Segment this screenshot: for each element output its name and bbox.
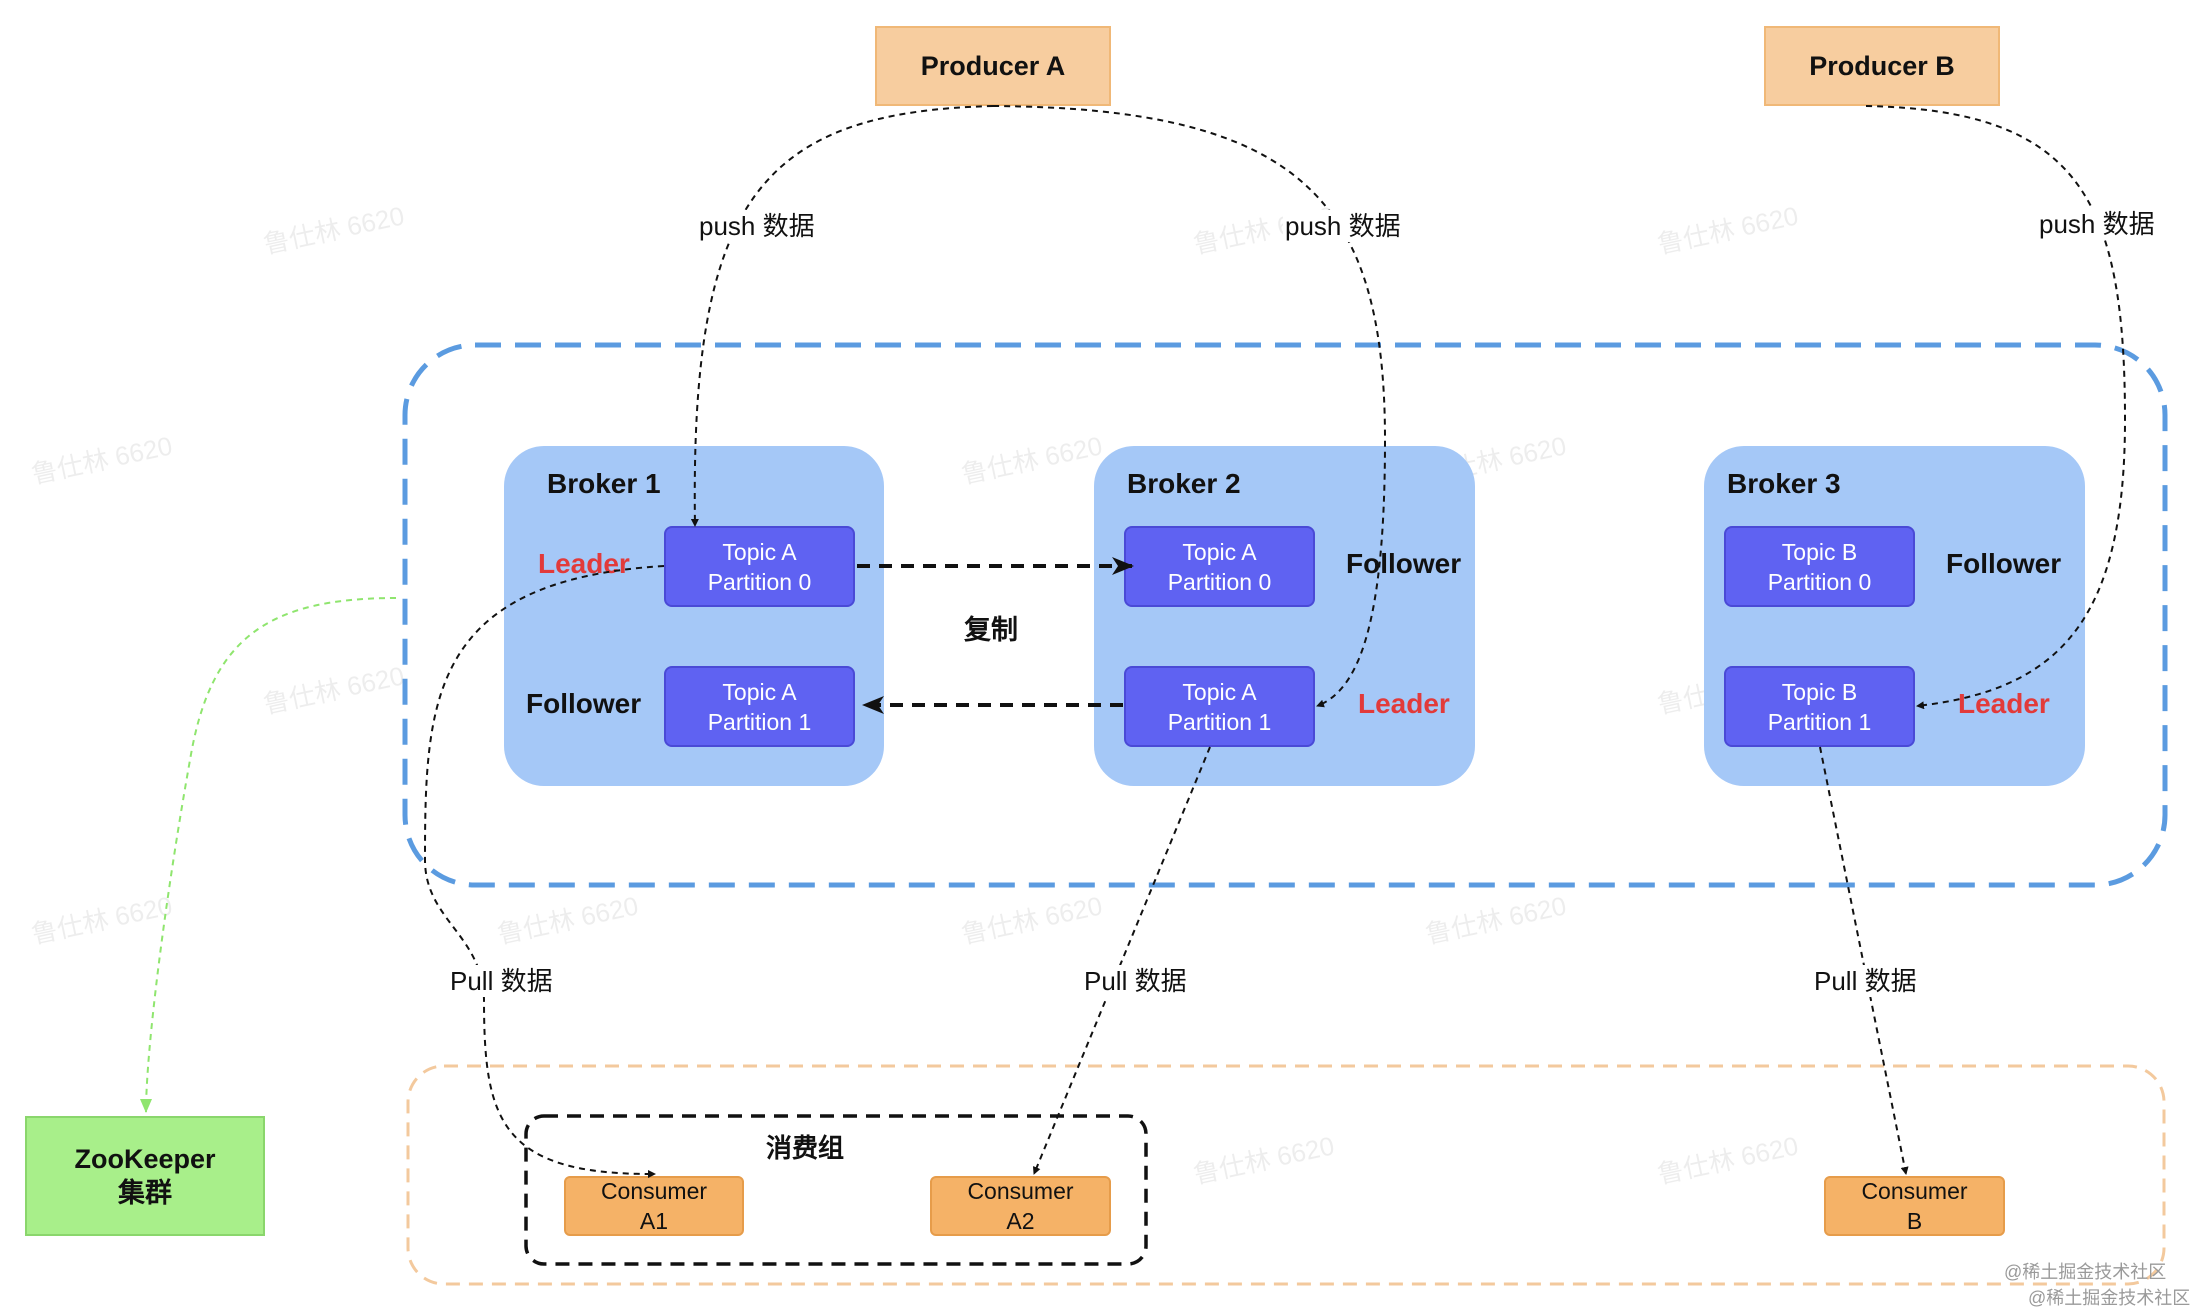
- push-label-broker-3: push 数据: [2037, 208, 2157, 240]
- push-arrow-producer-a-to-broker-2: [992, 105, 1387, 708]
- pull-arrow-broker-2-to-consumer-a2: [1032, 746, 1211, 1175]
- broker-3-partition-0-role: Follower: [1946, 548, 2062, 579]
- consumer-label: Consumer: [600, 1178, 708, 1204]
- broker-cluster-outline: [402, 342, 2168, 888]
- broker-1-topic-a-partition-0: Topic A Partition 0: [664, 526, 855, 607]
- push-arrow-producer-a-to-broker-1: [690, 105, 994, 527]
- site-credit: @稀土掘金技术社区: [2004, 1262, 2167, 1282]
- partition-number: Partition 1: [707, 708, 812, 735]
- producer-a: Producer A: [875, 26, 1111, 106]
- partition-topic: Topic A: [722, 678, 797, 705]
- consumer-id: B: [1906, 1208, 1923, 1234]
- consumer-b: Consumer B: [1824, 1176, 2005, 1236]
- partition-topic: Topic A: [1182, 678, 1257, 705]
- producer-b-label: Producer B: [1809, 50, 1955, 81]
- broker-2-partition-1-role: Leader: [1358, 688, 1450, 719]
- zookeeper-link: [140, 597, 397, 1113]
- zookeeper-cluster: ZooKeeper 集群: [25, 1116, 265, 1236]
- push-arrow-producer-b-to-broker-3: [1865, 105, 2127, 710]
- partition-number: Partition 0: [1167, 568, 1272, 595]
- pull-arrow-broker-3-to-consumer-b: [1819, 746, 1909, 1175]
- zookeeper-label: ZooKeeper: [74, 1144, 216, 1174]
- partition-topic: Topic A: [722, 538, 797, 565]
- consumer-area-outline: [406, 1064, 2166, 1286]
- pull-arrow-broker-1-to-consumer-a1: [423, 565, 665, 1179]
- broker-3-partition-1-role: Leader: [1958, 688, 2050, 719]
- partition-topic: Topic A: [1182, 538, 1257, 565]
- consumer-a2: Consumer A2: [930, 1176, 1111, 1236]
- consumer-id: A2: [1006, 1208, 1035, 1234]
- pull-label-consumer-a1: Pull 数据: [448, 965, 555, 997]
- consumer-id: A1: [639, 1208, 669, 1234]
- consumer-label: Consumer: [1861, 1178, 1968, 1204]
- broker-2-topic-a-partition-1: Topic A Partition 1: [1124, 666, 1315, 747]
- broker-2-topic-a-partition-0: Topic A Partition 0: [1124, 526, 1315, 607]
- broker-1-partition-1-role: Follower: [526, 688, 642, 719]
- broker-1-partition-0-role: Leader: [538, 548, 630, 579]
- consumer-a1: Consumer A1: [564, 1176, 744, 1236]
- site-credit: @稀土掘金技术社区: [2028, 1288, 2191, 1308]
- broker-1-topic-a-partition-1: Topic A Partition 1: [664, 666, 855, 747]
- broker-2-title: Broker 2: [1127, 468, 1241, 499]
- producer-b: Producer B: [1764, 26, 2000, 106]
- producer-a-label: Producer A: [920, 50, 1066, 81]
- broker-1-title: Broker 1: [547, 468, 661, 499]
- partition-number: Partition 1: [1167, 708, 1272, 735]
- push-label-broker-1: push 数据: [697, 210, 817, 242]
- pull-label-consumer-a2: Pull 数据: [1082, 965, 1189, 997]
- partition-number: Partition 0: [1767, 568, 1872, 595]
- consumer-label: Consumer: [967, 1178, 1074, 1204]
- partition-number: Partition 0: [707, 568, 812, 595]
- partition-number: Partition 1: [1767, 708, 1872, 735]
- broker-2-partition-0-role: Follower: [1346, 548, 1462, 579]
- partition-topic: Topic B: [1781, 538, 1858, 565]
- replication-label: 复制: [964, 615, 1018, 645]
- broker-3-topic-b-partition-1: Topic B Partition 1: [1724, 666, 1915, 747]
- push-label-broker-2: push 数据: [1283, 210, 1403, 242]
- broker-3-topic-b-partition-0: Topic B Partition 0: [1724, 526, 1915, 607]
- partition-topic: Topic B: [1781, 678, 1858, 705]
- pull-label-consumer-b: Pull 数据: [1812, 965, 1919, 997]
- broker-3-title: Broker 3: [1727, 468, 1841, 499]
- consumer-group-label: 消费组: [766, 1133, 845, 1163]
- zookeeper-sublabel: 集群: [118, 1178, 172, 1208]
- consumer-group-outline: [524, 1114, 1148, 1266]
